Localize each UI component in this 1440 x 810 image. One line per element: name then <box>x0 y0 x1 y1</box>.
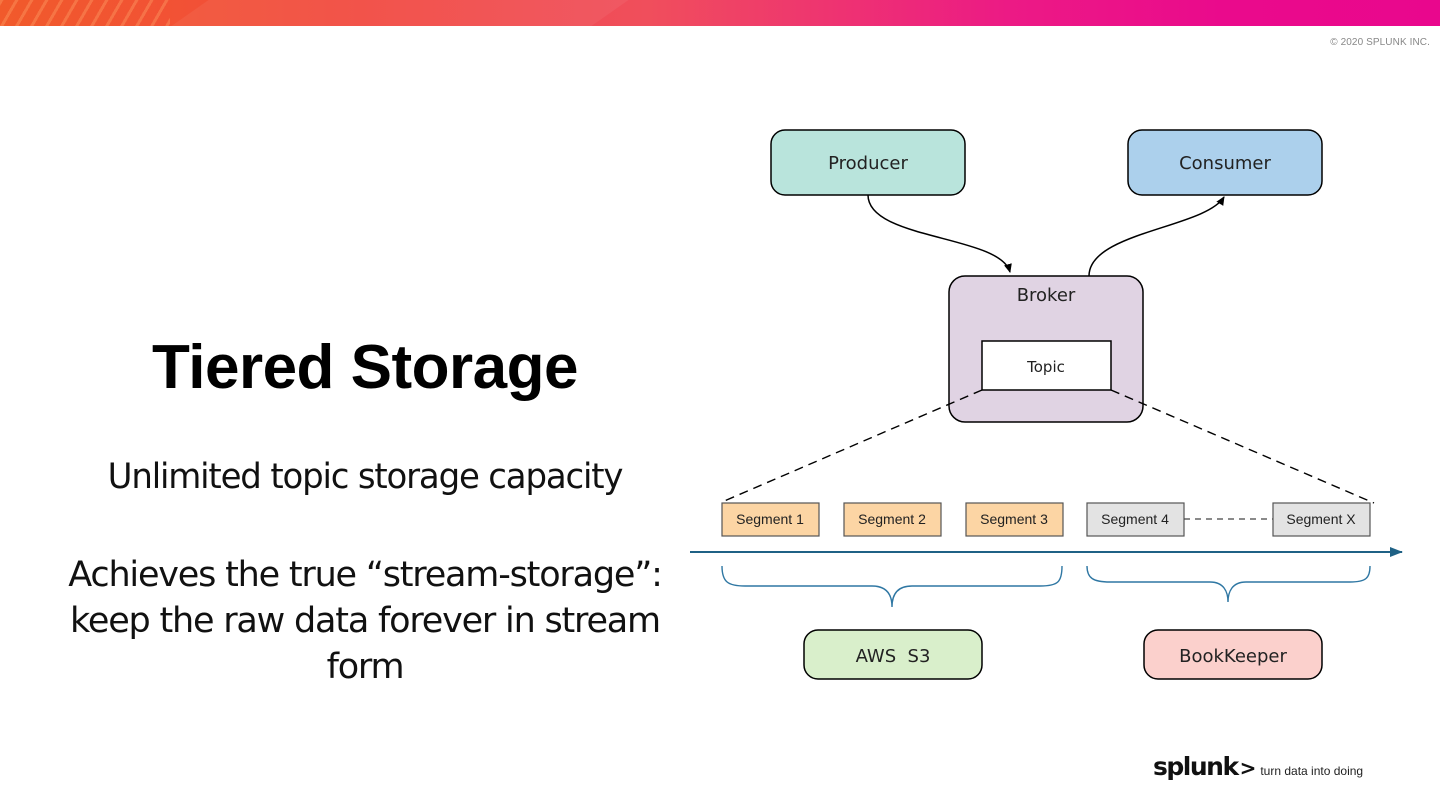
segment-2-label: Segment 2 <box>858 511 926 527</box>
aws-s3-node: AWS S3 <box>803 629 983 680</box>
copyright-notice: © 2020 SPLUNK INC. <box>1330 37 1430 48</box>
bullet-capacity: Unlimited topic storage capacity <box>107 457 624 497</box>
producer-node: Producer <box>770 129 966 196</box>
topic-label: Topic <box>1026 358 1065 376</box>
segment-1: Segment 1 <box>721 502 820 537</box>
brace-bookkeeper-segments <box>1086 565 1371 603</box>
zoom-line-left <box>721 389 983 503</box>
segment-4: Segment 4 <box>1086 502 1185 537</box>
edge-broker-to-consumer <box>1088 196 1225 277</box>
segment-3: Segment 3 <box>965 502 1064 537</box>
consumer-label: Consumer <box>1179 153 1271 174</box>
segment-4-label: Segment 4 <box>1101 511 1169 527</box>
header-stripes-decoration <box>0 0 170 26</box>
brand-header-bar <box>0 0 1440 26</box>
brace-offloaded-segments <box>721 565 1063 608</box>
logo-tagline: turn data into doing <box>1260 764 1364 778</box>
broker-node: Broker Topic <box>948 275 1144 423</box>
splunk-logo: splunk > turn data into doing <box>1153 752 1363 781</box>
edge-producer-to-broker <box>867 194 1012 273</box>
bullet-stream-storage: Achieves the true “stream-storage”: keep… <box>68 555 663 687</box>
topic-box <box>981 340 1112 391</box>
segment-x-label: Segment X <box>1286 511 1356 527</box>
producer-label: Producer <box>828 153 908 174</box>
consumer-node: Consumer <box>1127 129 1323 196</box>
bookkeeper-node: BookKeeper <box>1143 629 1323 680</box>
logo-wordmark: splunk <box>1153 752 1239 781</box>
zoom-line-right <box>1110 389 1375 504</box>
segment-3-label: Segment 3 <box>980 511 1048 527</box>
aws-s3-label: AWS S3 <box>856 646 931 667</box>
segment-x: Segment X <box>1272 502 1371 537</box>
broker-label: Broker <box>1017 285 1076 306</box>
segment-2: Segment 2 <box>843 502 942 537</box>
segment-1-label: Segment 1 <box>736 511 804 527</box>
chevron-right-icon: > <box>1239 756 1257 780</box>
bookkeeper-label: BookKeeper <box>1179 646 1287 667</box>
slide-title: Tiered Storage <box>151 333 579 402</box>
